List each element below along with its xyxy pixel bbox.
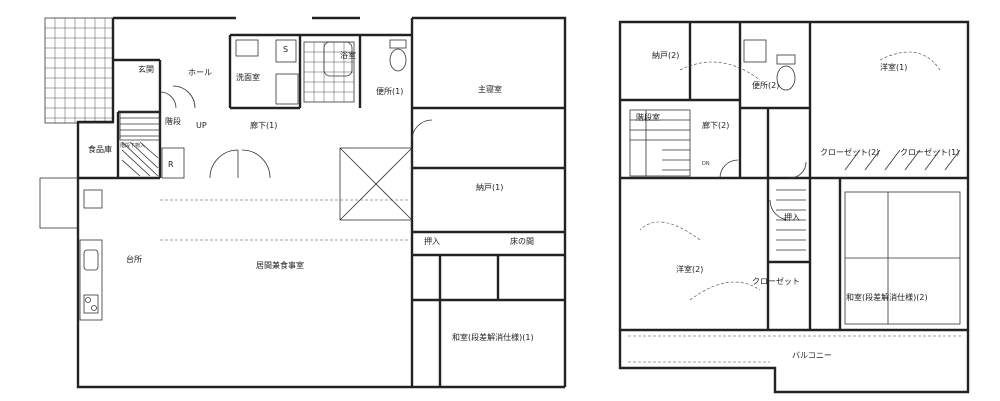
cooktop — [83, 294, 99, 314]
kitchen-sink — [83, 249, 99, 271]
toilet-sink-2 — [743, 39, 767, 63]
doors-1f — [159, 85, 433, 179]
room-hall: ホール — [188, 68, 212, 77]
room-closet-2: 納戸(2) — [652, 50, 679, 60]
room-tokonoma: 床の間 — [510, 236, 534, 246]
room-pantry: 食品庫 — [88, 144, 112, 154]
wiring-2f — [639, 51, 941, 301]
toilet-tank-1 — [389, 39, 407, 49]
room-storage-under-stairs: 階段下物入 — [120, 142, 145, 149]
toilet-bowl-2 — [776, 65, 796, 91]
stairs-1f — [119, 111, 161, 177]
room-closet-b: クローゼット(1) — [900, 147, 959, 157]
room-toilet-2: 便所(2) — [752, 80, 779, 90]
tatami-2f — [844, 191, 961, 325]
room-corridor-1: 廊下(1) — [250, 120, 277, 130]
ceiling-lines-1f — [160, 199, 410, 241]
floor2-plan: 納戸(2) 便所(2) 洋室(1) 階段室 廊下(2) DN クローゼット(2)… — [618, 20, 970, 394]
balcony-rail — [628, 335, 962, 363]
room-washroom: 洗面室 — [236, 72, 260, 82]
refrigerator-space — [161, 147, 185, 179]
washbasin — [235, 39, 259, 57]
room-kitchen: 台所 — [126, 254, 142, 264]
stairs-2f — [629, 109, 691, 177]
floor2-interior-walls — [620, 22, 968, 330]
refrigerator-label: R — [168, 160, 174, 169]
storage-s-label: S — [283, 45, 288, 54]
storage-s-box — [275, 39, 297, 63]
room-japanese-2: 和室(段差解消仕様)(2) — [846, 292, 928, 302]
void-cross — [339, 147, 413, 221]
room-western-1: 洋室(1) — [880, 62, 907, 72]
room-balcony: バルコニー — [792, 351, 832, 360]
porch-box — [39, 177, 79, 229]
bathtub — [323, 41, 353, 77]
room-living-dining: 居間兼食事室 — [256, 260, 304, 270]
room-corridor-2: 廊下(2) — [702, 120, 729, 130]
stairs-up-label: UP — [196, 121, 207, 130]
room-stair-room: 階段室 — [636, 112, 660, 122]
pantry-box — [83, 189, 103, 209]
floor1-plan: S R 玄関 ホ — [39, 16, 567, 389]
room-storage-2: 押入 — [784, 212, 800, 222]
room-entrance: 玄関 — [138, 64, 154, 74]
room-stairs: 階段 — [165, 116, 181, 126]
doors-2f — [719, 159, 807, 221]
room-closet-a: クローゼット(2) — [820, 147, 879, 157]
room-closet-1: 納戸(1) — [476, 182, 503, 192]
room-master-bedroom: 主寝室 — [478, 84, 502, 94]
room-storage-a: 押入 — [424, 236, 440, 246]
room-western-2: 洋室(2) — [676, 264, 703, 274]
balcony-wall — [618, 330, 970, 394]
toilet-bowl-1 — [389, 48, 407, 72]
stairs-dn-label: DN — [702, 161, 710, 167]
kitchen-counter — [79, 239, 103, 321]
room-toilet-1: 便所(1) — [376, 86, 403, 96]
toilet-tank-2 — [776, 54, 796, 65]
room-closet-c: クローゼット — [752, 276, 800, 286]
entrance-porch-grid — [44, 17, 114, 124]
washing-machine — [275, 73, 299, 105]
room-japanese-1: 和室(段差解消仕様)(1) — [452, 332, 534, 342]
room-bathroom: 浴室 — [340, 50, 356, 60]
floor1-outer-wall — [76, 16, 567, 389]
closet-hatch-2f — [776, 149, 961, 251]
